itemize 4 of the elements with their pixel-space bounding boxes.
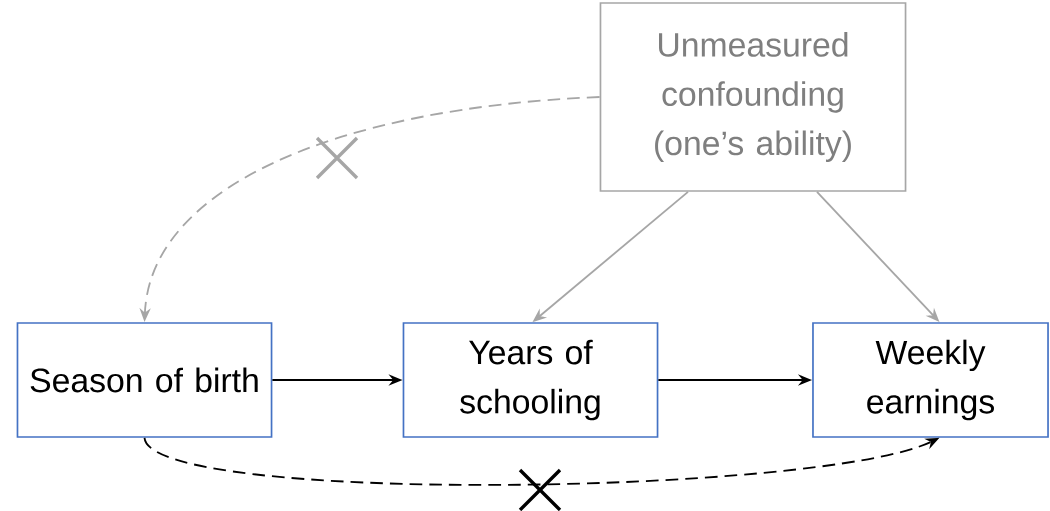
node-box: Unmeasured confounding (one’s ability) xyxy=(599,2,907,192)
node-box: Season of birth xyxy=(16,322,273,438)
node-box: Years of schooling xyxy=(402,322,659,438)
node-box: Weekly earnings xyxy=(812,322,1049,438)
